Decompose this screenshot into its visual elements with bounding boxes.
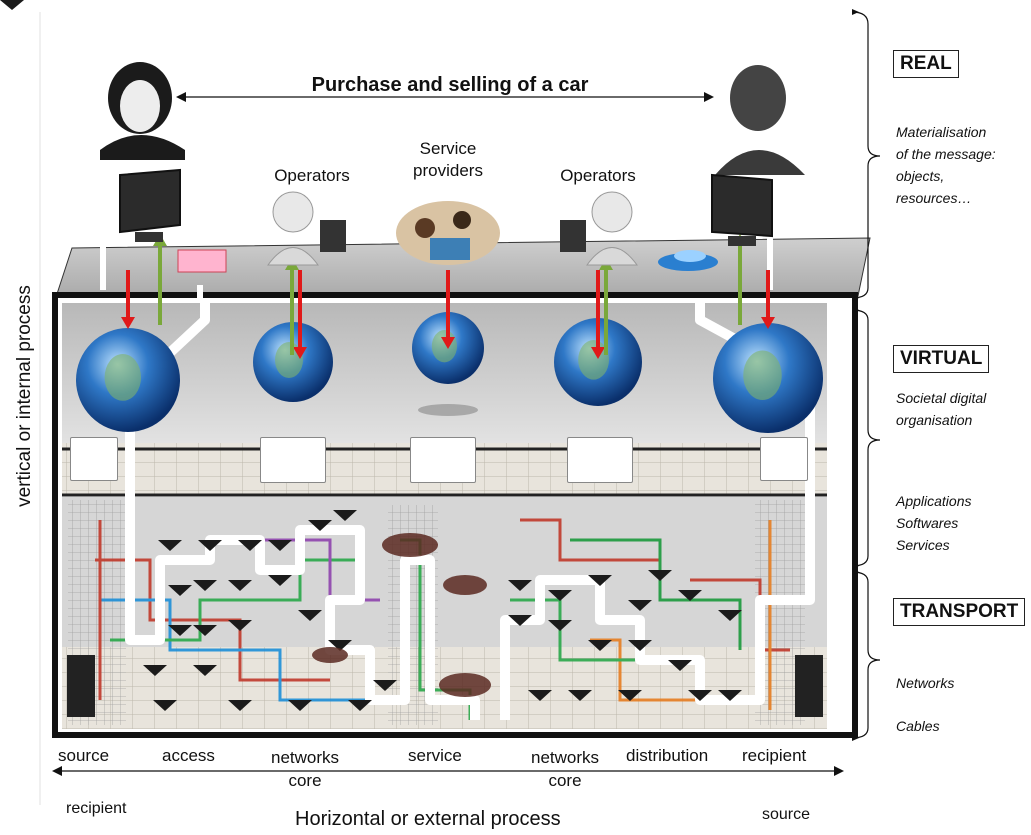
router-icon	[328, 640, 352, 651]
router-icon	[568, 690, 592, 701]
operators-right-label: Operators	[560, 166, 636, 185]
router-icon	[668, 660, 692, 671]
vertical-axis-label: vertical or internal process	[14, 285, 35, 507]
bottom-label-service: service	[408, 746, 462, 765]
diagram-title: Purchase and selling of a car	[311, 74, 589, 96]
router-icon	[718, 690, 742, 701]
router-icon	[628, 640, 652, 651]
bottom-label-recipient-below: recipient	[66, 800, 127, 817]
real-layer-label: REAL	[893, 50, 959, 78]
transport-layer-label: TRANSPORT	[893, 598, 1026, 626]
router-icon	[308, 520, 332, 531]
bottom-label-networks-core-left: networks core	[270, 748, 340, 790]
router-icon	[193, 665, 217, 676]
app-logos-icon	[260, 437, 326, 483]
operator-icon	[267, 191, 638, 266]
man-user-icon	[715, 65, 805, 175]
router-icon	[628, 600, 652, 611]
computer-monitor-icon	[119, 168, 773, 246]
router-icon	[588, 575, 612, 586]
router-icon	[348, 700, 372, 711]
router-icon	[548, 590, 572, 601]
app-logos-icon	[567, 437, 633, 483]
router-icon	[298, 610, 322, 621]
router-icon	[153, 700, 177, 711]
router-icon	[718, 610, 742, 621]
bottom-label-networks-core-right: networks core	[530, 748, 600, 790]
banknote-icon	[177, 249, 227, 273]
horizontal-axis-label: Horizontal or external process	[295, 808, 561, 830]
router-icon	[238, 540, 262, 551]
networks-label: Networks	[896, 675, 955, 691]
virtual-layer-label: VIRTUAL	[893, 345, 990, 373]
bottom-label-source: source	[58, 746, 110, 765]
router-icon	[228, 700, 252, 711]
router-icon	[158, 540, 182, 551]
router-icon	[508, 580, 532, 591]
app-logos-icon	[760, 437, 808, 481]
router-icon	[618, 690, 642, 701]
router-icon	[168, 625, 192, 636]
router-icon	[373, 680, 397, 691]
virtual-layer-description: Societal digital organisation	[896, 390, 987, 428]
applications-description: Applications Softwares Services	[896, 493, 972, 553]
service-providers-label: Service providers	[413, 139, 483, 180]
app-logos-icon	[70, 437, 118, 481]
bottom-label-access: access	[162, 746, 215, 765]
router-icon	[193, 625, 217, 636]
router-icon	[528, 690, 552, 701]
router-icon	[678, 590, 702, 601]
router-icon	[168, 585, 192, 596]
car-icon	[658, 250, 718, 271]
router-icon	[228, 620, 252, 631]
cables-label: Cables	[896, 718, 940, 734]
router-icon	[198, 540, 222, 551]
router-icon	[143, 665, 167, 676]
router-icon	[688, 690, 712, 701]
router-icon	[508, 615, 532, 626]
router-icon	[228, 580, 252, 591]
app-logos-icon	[410, 437, 476, 483]
bottom-label-distribution: distribution	[626, 746, 709, 765]
real-layer-description: Materialisation of the message: objects,…	[896, 124, 996, 206]
router-icon	[648, 570, 672, 581]
router-icon	[268, 540, 292, 551]
router-icon	[588, 640, 612, 651]
woman-user-icon	[100, 62, 185, 160]
operators-left-label: Operators	[274, 166, 350, 185]
router-icon	[193, 580, 217, 591]
router-icon	[548, 620, 572, 631]
router-icon	[268, 575, 292, 586]
router-icon	[333, 510, 357, 521]
bottom-label-recipient: recipient	[742, 746, 807, 765]
bottom-label-source-below: source	[762, 806, 811, 823]
router-icon	[288, 700, 312, 711]
service-providers-photo	[396, 201, 500, 265]
